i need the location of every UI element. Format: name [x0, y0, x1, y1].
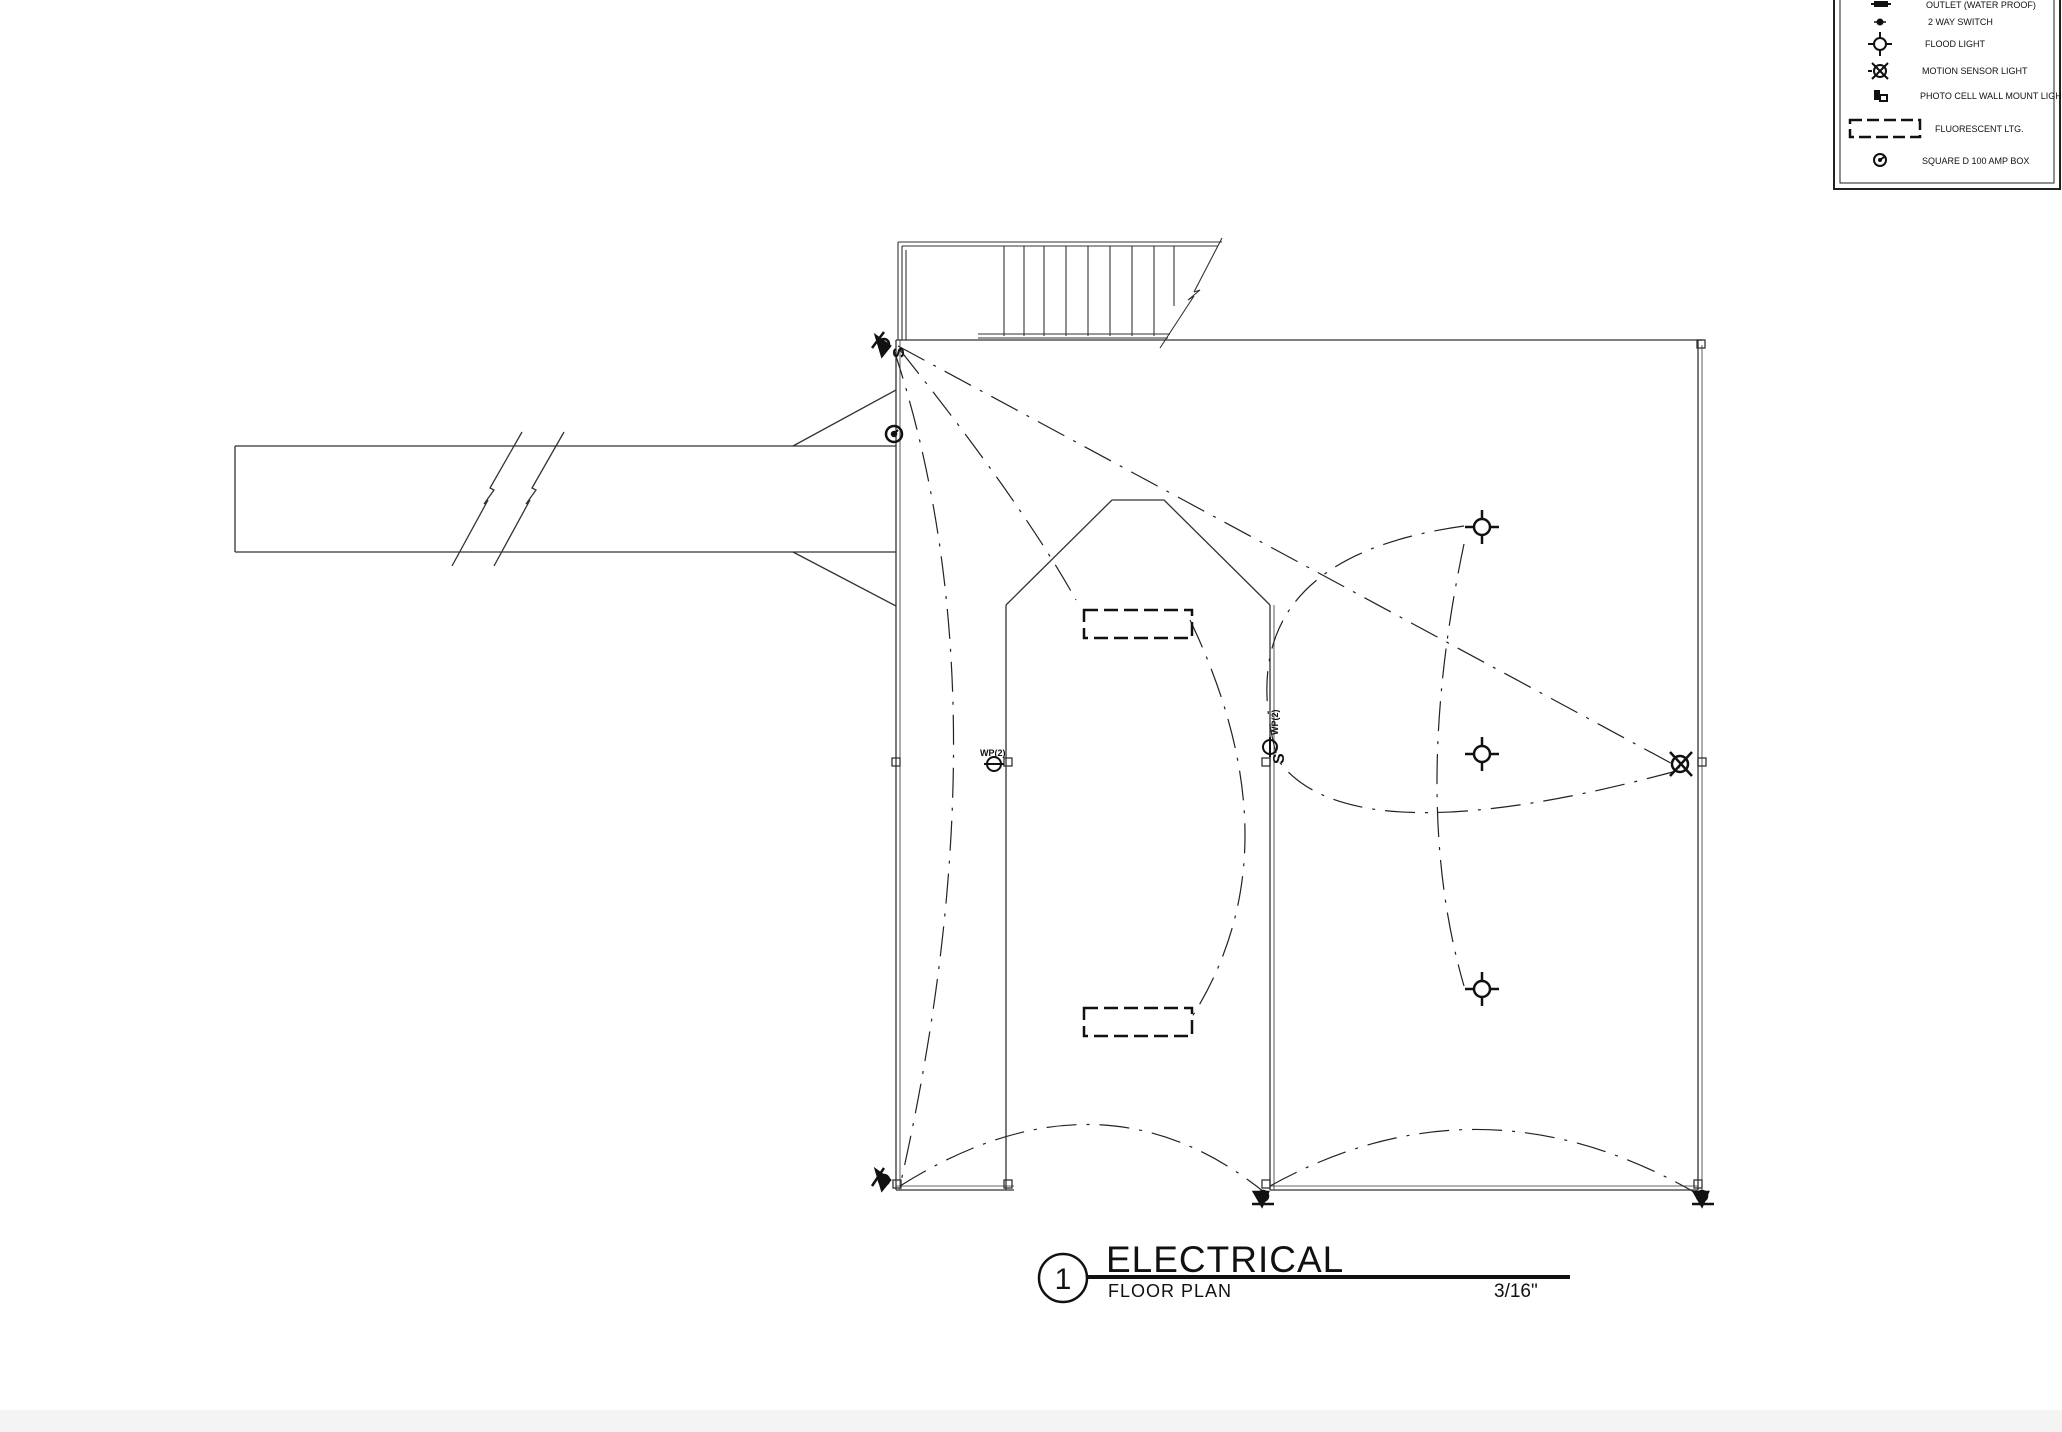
- fluorescent-fixture-icon: [1082, 608, 1194, 640]
- drawing-subtitle: FLOOR PLAN: [1108, 1281, 1232, 1301]
- outlet-tag: WP(2): [1270, 710, 1280, 736]
- photo-cell-light-icon: [1251, 1189, 1274, 1209]
- two-way-switch-icon: [1874, 18, 1886, 26]
- flood-light-icon: [1465, 737, 1499, 771]
- building-outline: [891, 339, 1707, 1191]
- legend-label: MOTION SENSOR LIGHT: [1922, 66, 2028, 76]
- stairs: [897, 237, 1223, 349]
- flood-light-icon: [1465, 510, 1499, 544]
- legend-label: FLUORESCENT LTG.: [1935, 124, 2024, 134]
- outlet-waterproof-icon: [1262, 737, 1278, 757]
- panel-box-icon: [1873, 153, 1887, 167]
- outlet-waterproof-icon: [1871, 1, 1891, 7]
- flood-light-icon: [1868, 32, 1892, 56]
- panel-box-icon: [884, 424, 904, 444]
- walkway: [234, 389, 897, 607]
- motion-sensor-light-icon: [1868, 62, 1889, 80]
- legend-label: SQUARE D 100 AMP BOX: [1922, 156, 2029, 166]
- outlet-tag: WP(2): [980, 748, 1006, 758]
- outlet-waterproof-icon: [984, 756, 1004, 772]
- photo-cell-light-icon: [871, 331, 892, 359]
- fluorescent-fixture-icon: [1848, 118, 1922, 139]
- motion-sensor-light-icon: [1669, 751, 1693, 777]
- flood-light-icon: [1465, 972, 1499, 1006]
- fluorescent-fixture-icon: [1082, 1006, 1194, 1038]
- legend-box: OUTLET (WATER PROOF) 2 WAY SWITCH FLOOD …: [1833, 0, 2062, 190]
- legend-label: FLOOD LIGHT: [1925, 39, 1986, 49]
- wiring-circuits: [893, 345, 1695, 1193]
- detail-number: 1: [1055, 1263, 1072, 1296]
- legend-label: 2 WAY SWITCH: [1928, 17, 1993, 27]
- photo-cell-light-icon: [1691, 1189, 1714, 1209]
- drawing-scale: 3/16": [1494, 1281, 1538, 1302]
- photo-cell-light-icon: [1874, 90, 1888, 102]
- photo-cell-light-icon: [870, 1166, 892, 1193]
- legend-label: PHOTO CELL WALL MOUNT LIGHT: [1920, 91, 2062, 101]
- drawing-title-block: 1 ELECTRICAL FLOOR PLAN 3/16": [1037, 1239, 1570, 1304]
- two-way-switch-mark: S: [891, 347, 908, 358]
- page-footer-band: [0, 1410, 2062, 1432]
- legend-label: OUTLET (WATER PROOF): [1926, 0, 2036, 10]
- drawing-title: ELECTRICAL: [1106, 1239, 1344, 1280]
- two-way-switch-mark: S: [1271, 753, 1288, 764]
